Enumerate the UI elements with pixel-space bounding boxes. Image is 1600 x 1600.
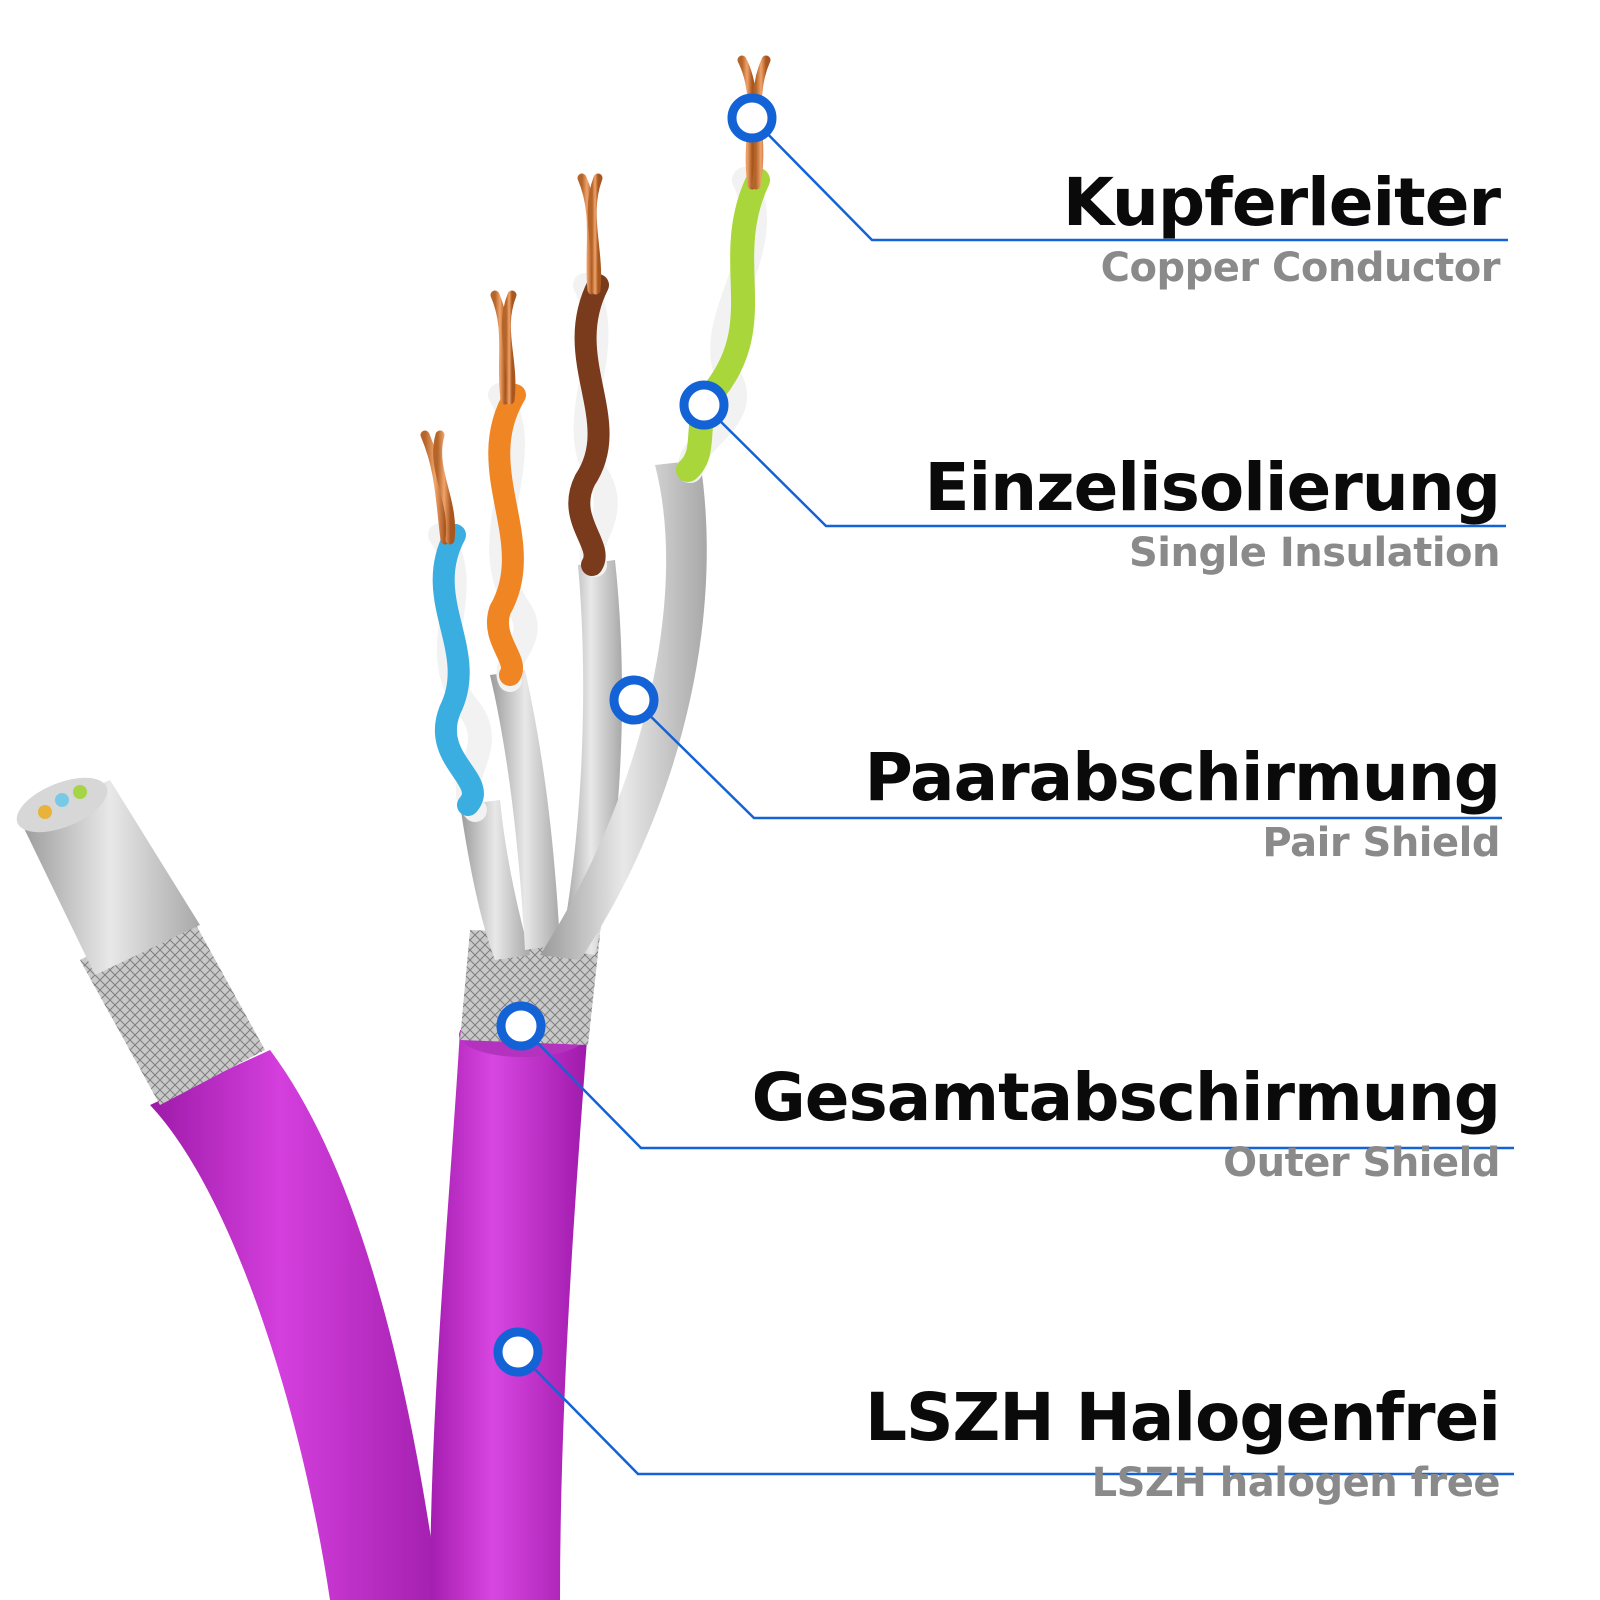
callout-lszh: LSZH Halogenfrei LSZH halogen free xyxy=(740,1379,1501,1515)
callout-subtitle: Pair Shield xyxy=(1262,820,1500,866)
callout-subtitle: LSZH halogen free xyxy=(1091,1460,1501,1506)
callout-outer-shield: Gesamtabschirmung Outer Shield xyxy=(740,1059,1501,1195)
callout-single-insulation: Einzelisolierung Single Insulation xyxy=(740,449,1501,585)
callout-copper-conductor: Kupferleiter Copper Conductor xyxy=(740,164,1501,300)
callout-title: Paarabschirmung xyxy=(864,739,1501,816)
callout-subtitle: Outer Shield xyxy=(1223,1140,1500,1186)
callout-title: Gesamtabschirmung xyxy=(751,1059,1501,1136)
callout-title: LSZH Halogenfrei xyxy=(864,1379,1501,1456)
callout-subtitle: Copper Conductor xyxy=(1100,245,1501,291)
copper-conductors xyxy=(420,55,771,545)
callout-title: Einzelisolierung xyxy=(924,449,1501,526)
right-cable xyxy=(430,930,600,1600)
left-cable xyxy=(16,777,440,1600)
callout-pair-shield: Paarabschirmung Pair Shield xyxy=(740,739,1501,875)
callout-subtitle: Single Insulation xyxy=(1128,530,1501,576)
callout-title: Kupferleiter xyxy=(1062,164,1501,241)
